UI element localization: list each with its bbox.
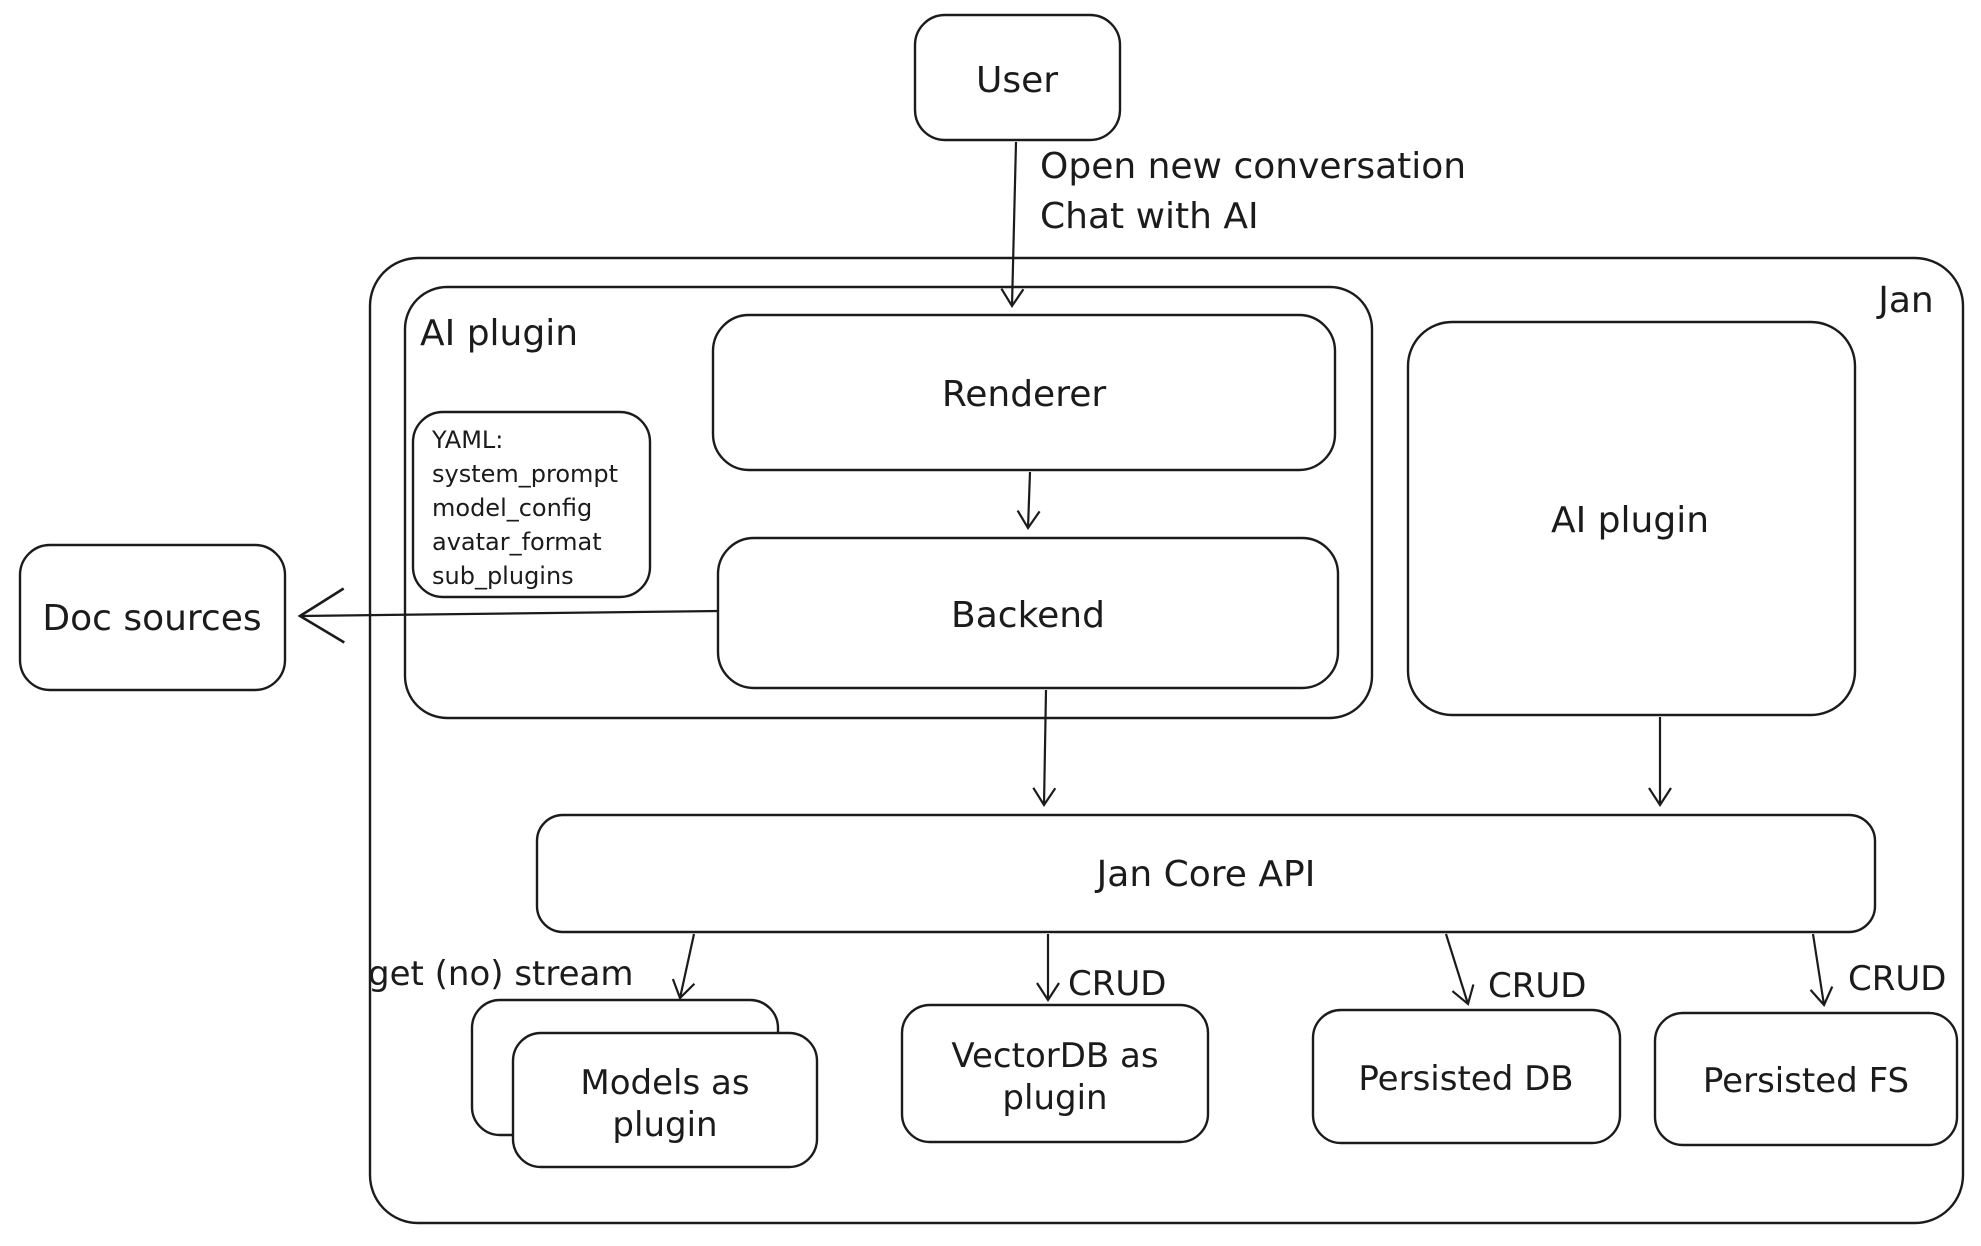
core-api-node: [535, 813, 1877, 934]
doc-sources-node-label: Doc sources: [42, 598, 261, 639]
ai-plugin-node: [1406, 320, 1857, 717]
renderer-node: [711, 313, 1337, 472]
persisted-fs-node: [1653, 1011, 1959, 1147]
ai-plugin-group-label: AI plugin: [420, 313, 578, 354]
jan-container: [368, 256, 1965, 1225]
arrow-core-api-to-persisted-db: [1444, 933, 1475, 1006]
yaml-note-field-avatar-format: avatar_format: [432, 528, 602, 556]
models-node-label-line2: plugin: [612, 1105, 717, 1145]
ai-plugin-group: [403, 285, 1374, 720]
user-node-label: User: [976, 60, 1058, 101]
user-flow-label-line1: Open new conversation: [1040, 146, 1466, 187]
doc-sources-node: [18, 543, 287, 692]
vectordb-node-label-line1: VectorDB as: [951, 1036, 1158, 1076]
get-stream-label: get (no) stream: [368, 954, 633, 994]
backend-node: [716, 536, 1340, 690]
persisted-fs-node-label: Persisted FS: [1703, 1061, 1909, 1101]
crud-label-persisted-db: CRUD: [1488, 966, 1586, 1006]
user-node: [913, 13, 1122, 142]
crud-label-persisted-fs: CRUD: [1848, 959, 1946, 999]
backend-node-label: Backend: [951, 595, 1105, 636]
arrow-backend-to-doc-sources: [297, 587, 721, 644]
persisted-db-node-label: Persisted DB: [1358, 1059, 1573, 1099]
jan-container-label: Jan: [1876, 280, 1934, 321]
crud-label-vectordb: CRUD: [1068, 964, 1166, 1004]
arrow-core-api-to-persisted-fs: [1809, 933, 1834, 1008]
user-flow-label-line2: Chat with AI: [1040, 196, 1259, 237]
arrow-renderer-to-backend: [1016, 471, 1041, 531]
arrow-backend-to-core-api: [1032, 689, 1057, 808]
arrow-core-api-to-models: [671, 933, 696, 1000]
models-node: [511, 1031, 819, 1169]
yaml-note-title: YAML:: [431, 426, 503, 454]
models-node-label-line1: Models as: [580, 1063, 749, 1103]
vectordb-node: [900, 1003, 1210, 1144]
persisted-db-node: [1311, 1008, 1622, 1145]
ai-plugin-node-label: AI plugin: [1551, 500, 1709, 541]
yaml-note-field-model-config: model_config: [432, 494, 592, 522]
arrow-user-to-renderer: [1000, 141, 1025, 309]
core-api-node-label: Jan Core API: [1095, 854, 1316, 895]
vectordb-node-label-line2: plugin: [1002, 1078, 1107, 1118]
renderer-node-label: Renderer: [942, 374, 1107, 415]
yaml-note-field-system-prompt: system_prompt: [432, 460, 618, 488]
yaml-note: [411, 410, 652, 599]
yaml-note-field-sub-plugins: sub_plugins: [432, 562, 574, 590]
